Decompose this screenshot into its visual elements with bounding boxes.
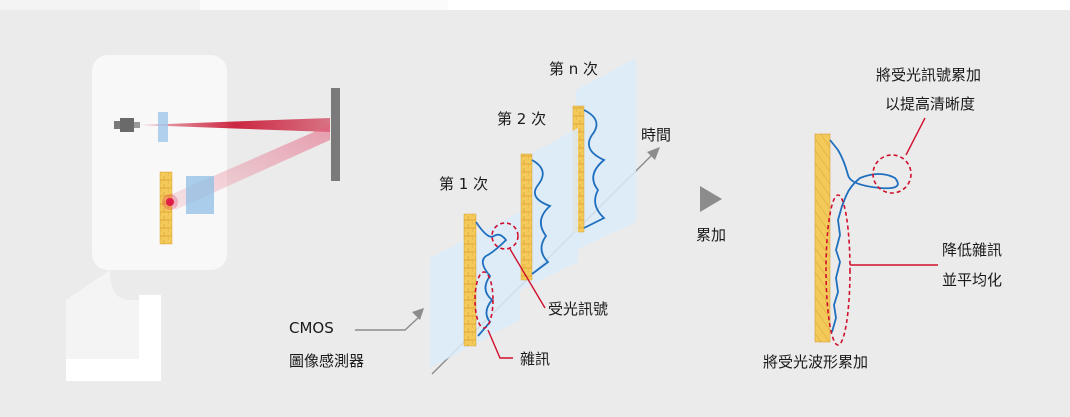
sensor-cmos-element — [159, 171, 173, 245]
frame-sequence — [355, 58, 660, 375]
top-band-mid — [200, 0, 448, 10]
signal-callout-circle — [491, 222, 519, 250]
target-wall — [331, 88, 340, 181]
caption-label: 將受光波形累加 — [763, 353, 869, 371]
frame-2-waveform — [531, 159, 552, 275]
time-axis-arrow — [647, 147, 660, 160]
cable-curve — [66, 295, 161, 381]
cmos-callout-line — [355, 317, 419, 331]
reduce-noise-line1: 降低雜訊 — [942, 241, 1003, 259]
frame-n-waveform — [583, 109, 606, 229]
noise-label: 雜訊 — [520, 350, 551, 368]
frame-1-label: 第 1 次 — [439, 175, 489, 193]
frame-2-label: 第 2 次 — [497, 110, 547, 128]
accumulate-note-line1: 將受光訊號累加 — [876, 66, 982, 84]
accumulated-result — [814, 117, 938, 346]
frame-2-plane — [520, 128, 578, 290]
emitter-lens — [158, 112, 168, 142]
receiver-lens — [186, 176, 214, 214]
laser-beam — [140, 118, 330, 132]
frame-2-cmos — [520, 153, 533, 281]
frame-n-plane — [576, 58, 636, 250]
time-axis-label: 時間 — [641, 126, 672, 144]
top-band-left — [0, 0, 200, 10]
laser-sensor — [66, 55, 340, 381]
peak-callout-line — [905, 117, 926, 156]
laser-emitter-icon — [114, 118, 140, 132]
reduce-noise-line2: 並平均化 — [942, 271, 1003, 289]
frame-n-label: 第 n 次 — [549, 60, 599, 78]
play-arrow-icon — [700, 186, 722, 212]
signal-callout-line — [509, 248, 546, 309]
frame-1-cmos — [463, 213, 477, 347]
frame-1-waveform — [475, 221, 508, 337]
peak-callout-circle — [872, 154, 912, 194]
cmos-label-line2: 圖像感測器 — [289, 352, 365, 370]
noise-reduction-ellipse — [825, 194, 851, 346]
cmos-label-line1: CMOS — [289, 319, 334, 337]
accumulate-note-line2: 以提高清晰度 — [885, 95, 976, 113]
noise-callout-line — [487, 329, 513, 359]
received-signal-label: 受光訊號 — [548, 300, 609, 318]
accumulate-label: 累加 — [696, 226, 727, 244]
laser-spot — [166, 198, 174, 206]
noise-callout-ellipse — [474, 271, 494, 329]
accumulated-waveform — [829, 139, 899, 333]
sensor-body — [92, 55, 227, 270]
sensor-cable — [66, 270, 160, 380]
